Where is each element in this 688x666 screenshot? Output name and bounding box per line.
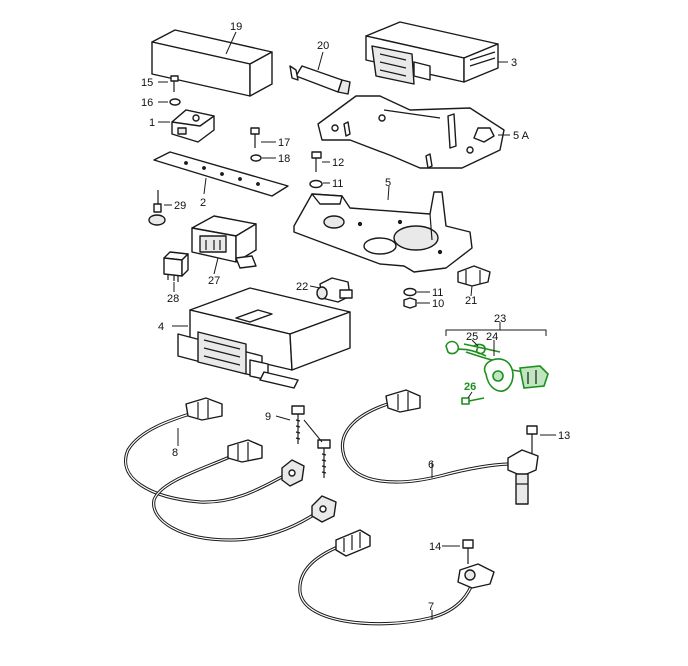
- part-20-grease-tube[interactable]: [289, 65, 351, 95]
- label-5a: 5 A: [513, 130, 530, 142]
- part-18-washer[interactable]: [250, 154, 262, 162]
- label-24: 24: [486, 331, 498, 343]
- label-23: 23: [494, 313, 506, 325]
- part-24-ignition-sender[interactable]: [483, 358, 549, 392]
- part-23-harness-assembly[interactable]: [445, 340, 501, 363]
- label-4: 4: [158, 321, 164, 333]
- part-12-bolt[interactable]: [311, 151, 322, 172]
- label-14: 14: [429, 541, 441, 553]
- label-9: 9: [265, 411, 271, 423]
- label-28: 28: [167, 293, 179, 305]
- label-25: 25: [466, 331, 478, 343]
- part-14-screw[interactable]: [462, 539, 474, 564]
- label-7: 7: [428, 601, 434, 613]
- part-25-spring-clip[interactable]: [473, 343, 486, 355]
- label-19: 19: [230, 21, 242, 33]
- part-5a-mounting-plate[interactable]: [317, 95, 505, 169]
- part-29-pin-sensor[interactable]: [148, 190, 166, 226]
- part-7-reference-sensor[interactable]: [298, 529, 495, 626]
- part-5-bracket[interactable]: [293, 191, 473, 273]
- part-26-screw[interactable]: [461, 397, 485, 405]
- label-5: 5: [385, 177, 391, 189]
- part-15-screw[interactable]: [170, 75, 179, 92]
- part-2-mounting-strip[interactable]: [153, 151, 289, 197]
- part-16-washer[interactable]: [169, 98, 181, 106]
- part-28-small-relay[interactable]: [163, 251, 189, 282]
- label-3: 3: [511, 57, 517, 69]
- part-27-relay-box[interactable]: [191, 215, 257, 269]
- part-4-control-unit[interactable]: [177, 287, 351, 389]
- label-21: 21: [465, 295, 477, 307]
- part-1-relay[interactable]: [171, 109, 215, 143]
- part-13-screw[interactable]: [526, 425, 538, 454]
- label-16: 16: [141, 97, 153, 109]
- part-10-nut[interactable]: [403, 297, 417, 309]
- label-29: 29: [174, 200, 186, 212]
- part-11-washer-top[interactable]: [309, 179, 323, 189]
- part-8-sensor-harness[interactable]: [124, 397, 337, 542]
- label-13: 13: [558, 430, 570, 442]
- label-20: 20: [317, 40, 329, 52]
- label-12: 12: [332, 157, 344, 169]
- label-26: 26: [464, 381, 476, 393]
- part-19-foam-block[interactable]: [151, 29, 273, 97]
- label-11-top: 11: [332, 178, 343, 190]
- part-6-speed-sensor[interactable]: [340, 389, 539, 505]
- label-1: 1: [149, 117, 155, 129]
- part-17-screw[interactable]: [250, 127, 260, 148]
- part-21-clamp[interactable]: [457, 265, 491, 287]
- label-18: 18: [278, 153, 290, 165]
- label-17: 17: [278, 137, 290, 149]
- label-10: 10: [432, 298, 444, 310]
- label-6: 6: [428, 459, 434, 471]
- label-2: 2: [200, 197, 206, 209]
- part-11-washer-bottom[interactable]: [403, 287, 417, 297]
- part-22-sensor-clamp[interactable]: [316, 277, 353, 303]
- label-22: 22: [296, 281, 308, 293]
- label-15: 15: [141, 77, 153, 89]
- label-11-bottom: 11: [432, 287, 443, 299]
- label-27: 27: [208, 275, 220, 287]
- label-8: 8: [172, 447, 178, 459]
- part-9-bolts[interactable]: [291, 405, 331, 478]
- part-3-control-unit[interactable]: [365, 21, 499, 85]
